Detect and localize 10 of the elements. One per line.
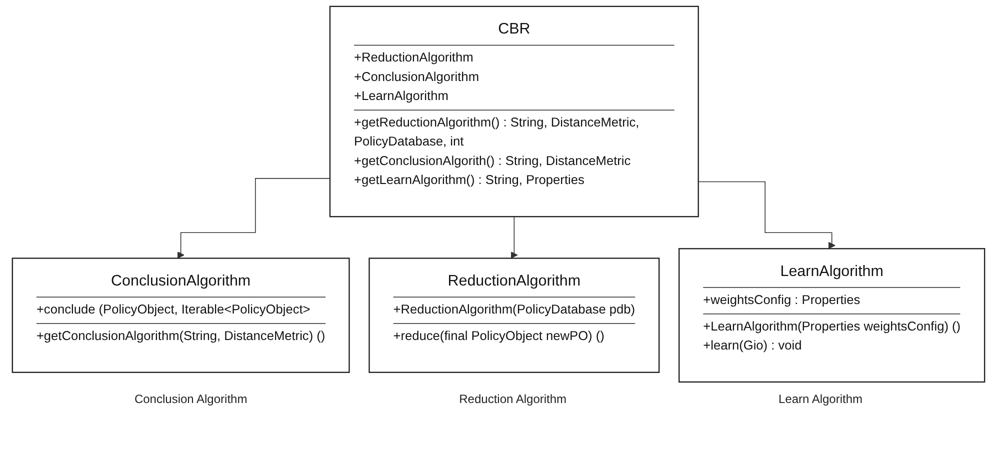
arrow <box>510 216 518 259</box>
class-caption: Reduction Algorithm <box>459 392 567 406</box>
node-box: ConclusionAlgorithm +conclude (PolicyObject, Iterable<PolicyObject> +getConclusionAlgorithm(String, DistanceMetric) () <box>12 258 350 373</box>
arrow <box>177 178 330 259</box>
arrow <box>698 181 836 249</box>
node-box: CBR +ReductionAlgorithm +ConclusionAlgorithm +LearnAlgorithm +getReductionAlgorithm() : String, DistanceMetric, PolicyDatabase, int +getConclusionAlgorith() : String, DistanceMetric +getLearnAlgorithm() : String, Properties <box>329 6 699 218</box>
class-caption: Learn Algorithm <box>778 392 863 406</box>
class-caption: Conclusion Algorithm <box>134 392 248 406</box>
node-box: LearnAlgorithm +weightsConfig : Properties +LearnAlgorithm(Properties weightsConfig) () +learn(Gio) : void <box>678 248 986 383</box>
node-box: ReductionAlgorithm +ReductionAlgorithm(PolicyDatabase pdb) +reduce(final PolicyObject newPO) () <box>368 258 660 373</box>
